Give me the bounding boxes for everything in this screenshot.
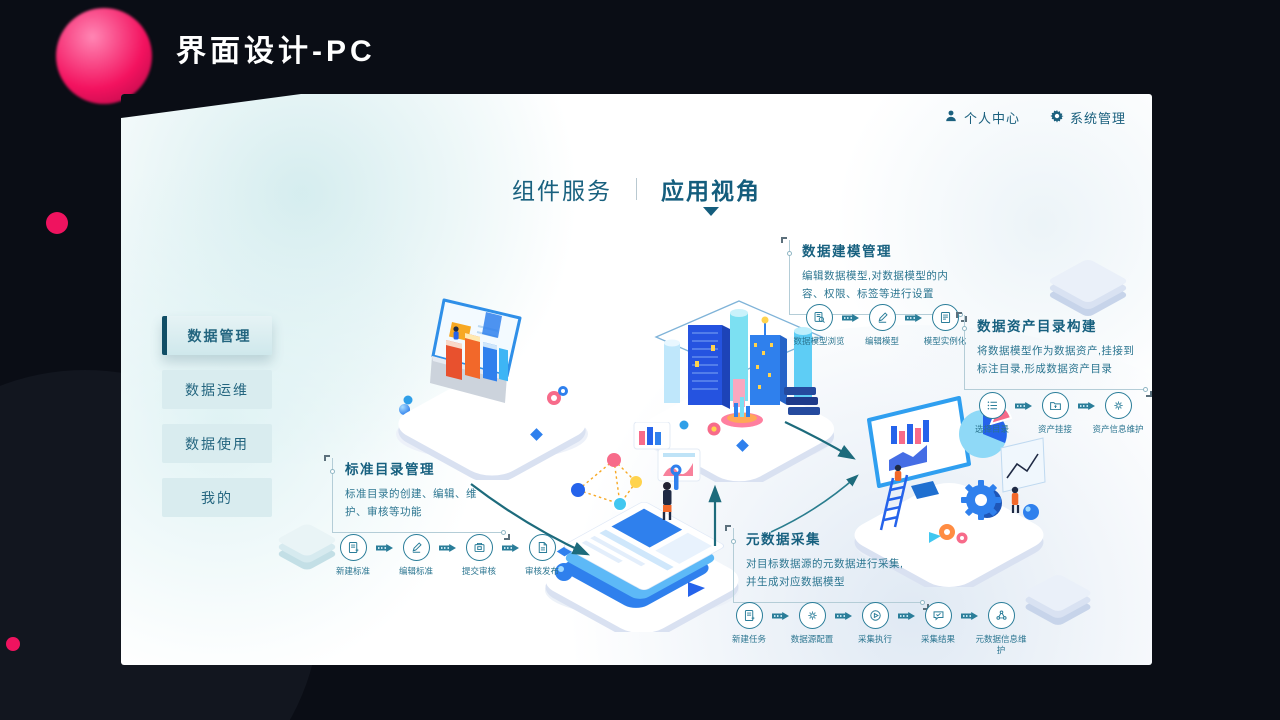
workflow-step[interactable]: 采集结果 — [912, 602, 964, 645]
step-label: 新建标准 — [335, 566, 370, 576]
dot-decoration — [730, 539, 736, 544]
bracket-decoration — [1146, 390, 1152, 397]
workflow-step[interactable]: 审核发布 — [516, 534, 568, 577]
sidebar-item-data-usage[interactable]: 数据使用 — [162, 424, 272, 463]
pink-sphere-logo — [56, 8, 152, 104]
workflow-step[interactable]: 提交审核 — [453, 534, 505, 577]
metadata-workflow: 新建任务 数据源配置 采集执行 采集结果 元数据 — [723, 602, 1027, 657]
network-icon[interactable] — [987, 602, 1015, 629]
workflow-step[interactable]: 资产信息维护 — [1092, 392, 1144, 435]
workflow-step[interactable]: 元数据信息维护 — [975, 602, 1027, 657]
annotation-standard-catalog: 标准目录管理 标准目录的创建、编辑、维护、审核等功能 — [324, 455, 510, 540]
dot-decoration — [329, 469, 335, 474]
step-label: 审核发布 — [524, 566, 559, 576]
step-label: 新建任务 — [731, 634, 766, 644]
workflow-step[interactable]: 采集执行 — [849, 602, 901, 645]
dark-corner-wedge — [121, 94, 301, 118]
workflow-step[interactable]: 资产挂接 — [1029, 392, 1081, 435]
step-label: 选择目录 — [974, 424, 1009, 434]
workflow-step[interactable]: 数据源配置 — [786, 602, 838, 645]
doc-plus-icon[interactable] — [735, 602, 763, 629]
chat-check-icon[interactable] — [924, 602, 952, 629]
sphere-decoration — [399, 404, 410, 415]
tab-application-view[interactable]: 应用视角 — [661, 172, 761, 206]
asset-workflow: 选择目录 资产挂接 资产信息维护 — [966, 392, 1144, 435]
annotation-desc: 对目标数据源的元数据进行采集,并生成对应数据模型 — [746, 558, 904, 589]
bracket-decoration — [725, 525, 731, 531]
workflow-step[interactable]: 新建任务 — [723, 602, 775, 645]
gear-icon[interactable] — [1104, 392, 1132, 419]
ui-mockup-card: 个人中心 系统管理 组件服务 应用视角 数据管理 数据运维 数据使用 我的 — [121, 94, 1152, 665]
bracket-decoration — [781, 237, 787, 243]
annotation-asset-catalog: 数据资产目录构建 将数据模型作为数据资产,挂接到标注目录,形成数据资产目录 — [956, 312, 1152, 397]
workflow-step[interactable]: 选择目录 — [966, 392, 1018, 435]
step-label: 采集结果 — [920, 634, 955, 644]
user-center-label: 个人中心 — [963, 111, 1020, 126]
step-label: 采集执行 — [857, 634, 892, 644]
modeling-workflow: 数据模型浏览 编辑模型 模型实例化 — [793, 304, 971, 347]
step-label: 资产信息维护 — [1092, 424, 1144, 434]
gear-icon[interactable] — [798, 602, 826, 629]
step-label: 资产挂接 — [1037, 424, 1072, 434]
step-label: 元数据信息维护 — [975, 634, 1027, 656]
annotation-desc: 标准目录的创建、编辑、维护、审核等功能 — [345, 488, 477, 519]
annotation-title: 标准目录管理 — [345, 462, 435, 477]
user-center-menu-item[interactable]: 个人中心 — [944, 108, 1020, 127]
doc-lines-icon[interactable] — [931, 304, 959, 331]
workflow-step[interactable]: 编辑模型 — [856, 304, 908, 347]
step-label: 编辑标准 — [398, 566, 433, 576]
step-label: 模型实例化 — [923, 336, 967, 346]
sidebar-item-data-operations[interactable]: 数据运维 — [162, 370, 272, 409]
workflow-step[interactable]: 新建标准 — [327, 534, 379, 577]
bracket-decoration — [956, 312, 962, 318]
standard-workflow: 新建标准 编辑标准 提交审核 审核发布 — [327, 534, 568, 577]
step-label: 数据源配置 — [790, 634, 834, 644]
system-mgmt-menu-item[interactable]: 系统管理 — [1050, 108, 1126, 127]
person-icon — [944, 109, 958, 126]
step-label: 提交审核 — [461, 566, 496, 576]
annotation-desc: 将数据模型作为数据资产,挂接到标注目录,形成数据资产目录 — [977, 345, 1135, 376]
dashboard-maintenance-illustration — [545, 422, 739, 632]
pencil-icon[interactable] — [868, 304, 896, 331]
play-icon[interactable] — [861, 602, 889, 629]
annotation-title: 数据资产目录构建 — [977, 319, 1097, 334]
sidebar: 数据管理 数据运维 数据使用 我的 — [162, 316, 272, 517]
box-icon[interactable] — [465, 534, 493, 561]
bracket-decoration — [324, 455, 330, 461]
annotation-metadata-collection: 元数据采集 对目标数据源的元数据进行采集,并生成对应数据模型 — [725, 525, 929, 610]
sidebar-item-mine[interactable]: 我的 — [162, 478, 272, 517]
list-icon[interactable] — [978, 392, 1006, 419]
header-menu: 个人中心 系统管理 — [944, 108, 1126, 127]
pink-dot-decoration — [46, 212, 68, 234]
system-mgmt-label: 系统管理 — [1069, 111, 1126, 126]
step-label: 编辑模型 — [864, 336, 899, 346]
dot-decoration — [786, 251, 792, 256]
sidebar-item-data-management[interactable]: 数据管理 — [162, 316, 272, 355]
view-tabs: 组件服务 应用视角 — [121, 172, 1152, 206]
doc-search-icon[interactable] — [805, 304, 833, 331]
step-label: 数据模型浏览 — [793, 336, 845, 346]
page-title: 界面设计-PC — [176, 35, 376, 68]
tab-component-services[interactable]: 组件服务 — [512, 178, 612, 204]
workflow-step[interactable]: 编辑标准 — [390, 534, 442, 577]
annotation-desc: 编辑数据模型,对数据模型的内容、权限、标签等进行设置 — [802, 270, 949, 301]
workflow-step[interactable]: 数据模型浏览 — [793, 304, 845, 347]
pink-dot-decoration — [6, 637, 20, 651]
folder-attach-icon[interactable] — [1041, 392, 1069, 419]
dot-decoration — [961, 326, 967, 331]
annotation-title: 数据建模管理 — [802, 244, 892, 259]
pencil-icon[interactable] — [402, 534, 430, 561]
doc-plus-icon[interactable] — [339, 534, 367, 561]
gear-icon — [1050, 109, 1064, 126]
annotation-title: 元数据采集 — [746, 532, 821, 547]
tab-divider — [636, 178, 637, 200]
doc-publish-icon[interactable] — [528, 534, 556, 561]
